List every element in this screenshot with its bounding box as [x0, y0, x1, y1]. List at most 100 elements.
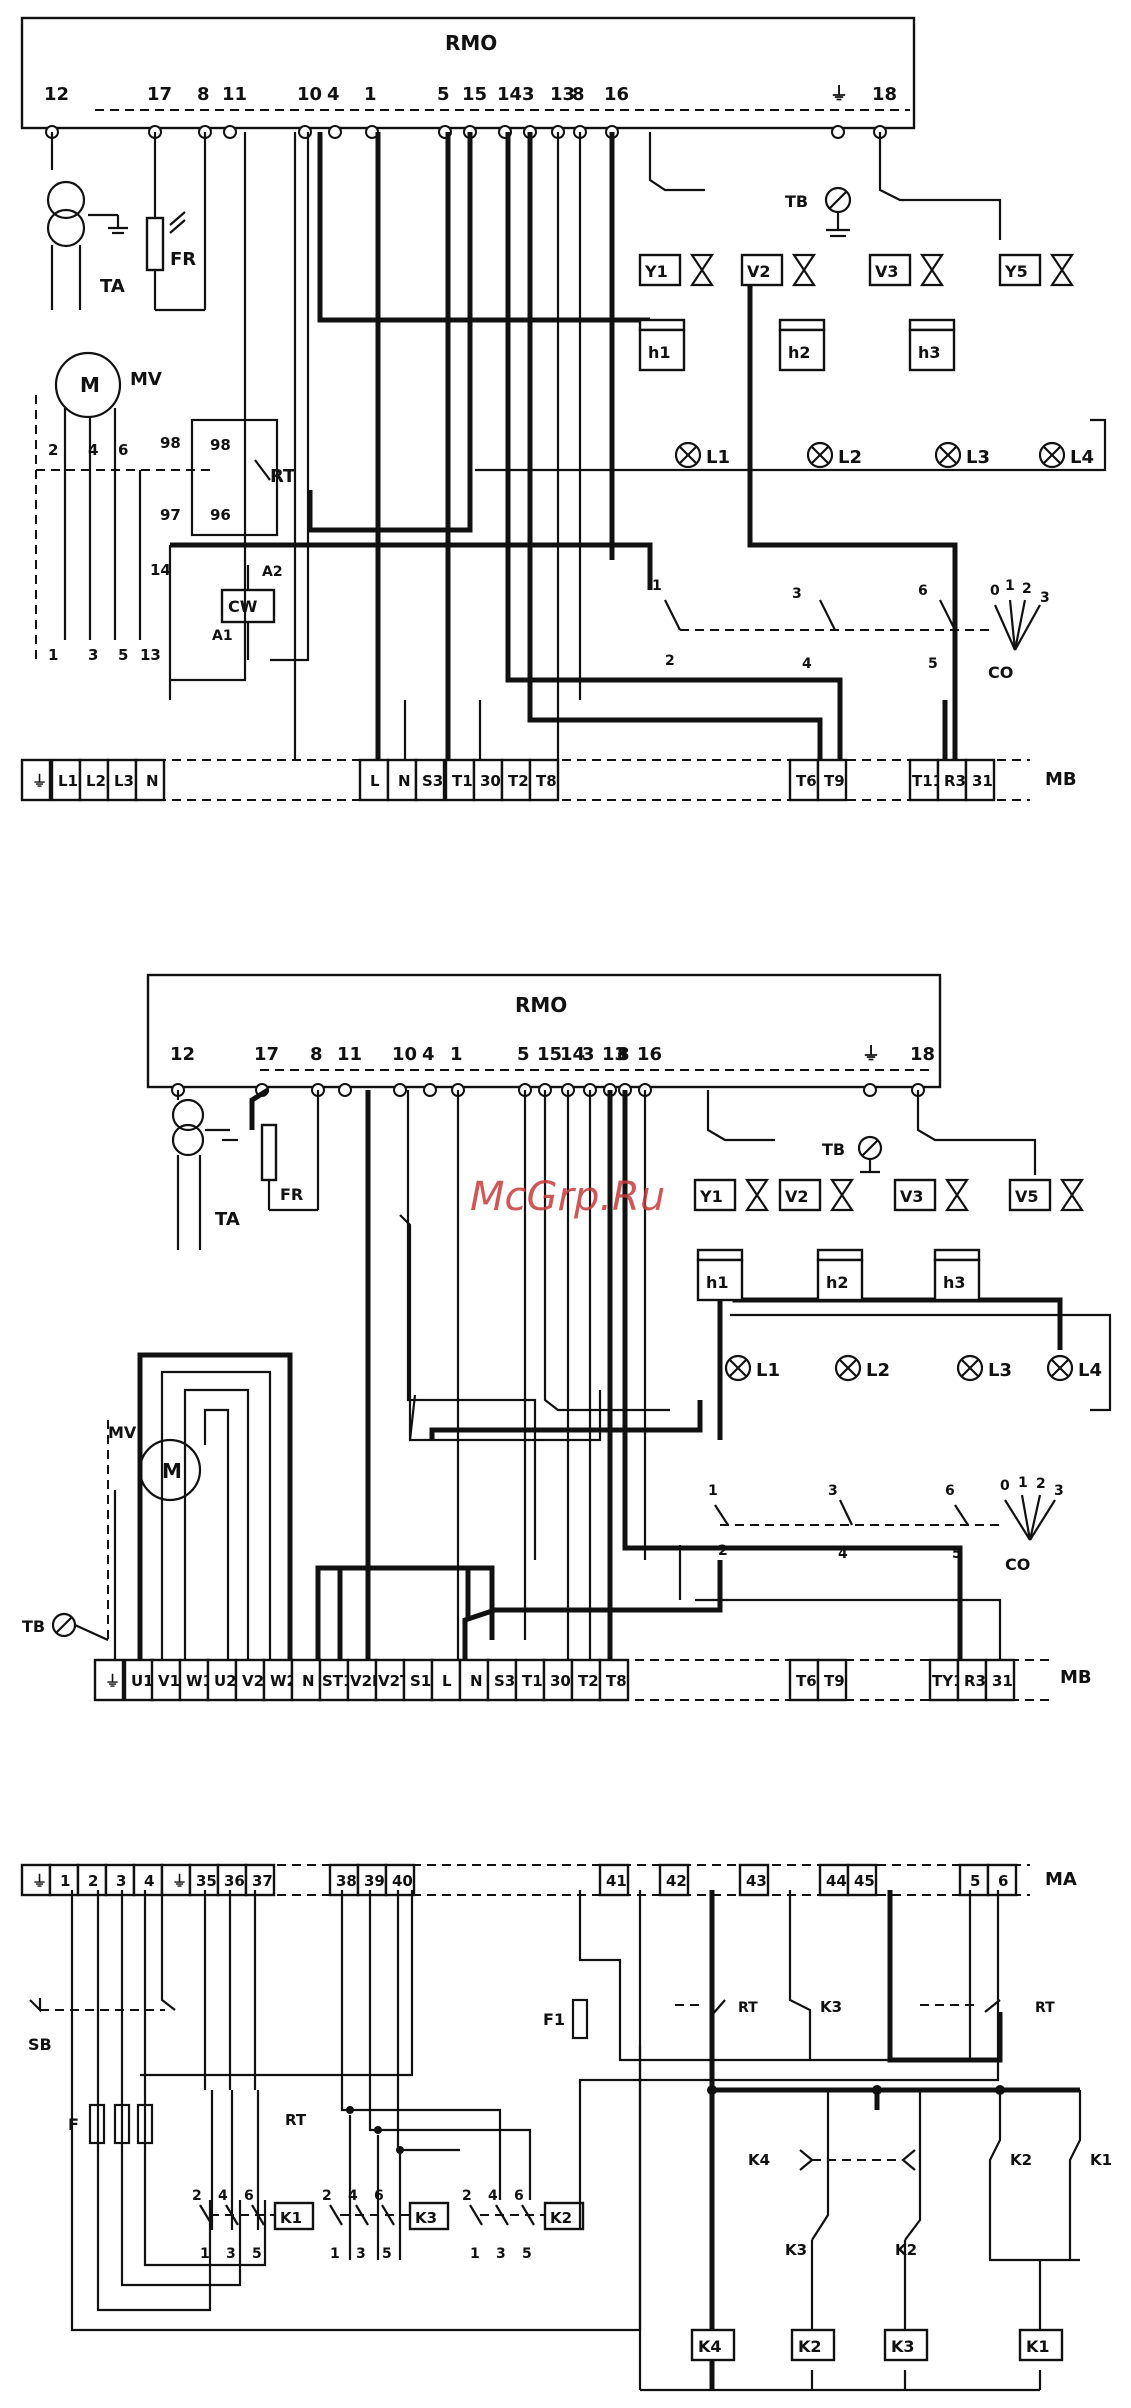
lamp-label: L3	[988, 1360, 1012, 1381]
strip-terminal	[150, 1658, 182, 1702]
strip-terminal	[956, 1658, 988, 1702]
svg-text:6: 6	[118, 441, 128, 459]
strip-terminal	[178, 1658, 210, 1702]
strip-terminal	[244, 1863, 276, 1897]
svg-text:K1: K1	[1090, 2151, 1112, 2169]
svg-text:MA: MA	[1045, 1869, 1077, 1890]
strip-terminal	[384, 1863, 416, 1897]
strip-terminal	[738, 1863, 770, 1897]
valve-label: V2	[785, 1187, 809, 1206]
hour-meter-label: h3	[918, 343, 941, 362]
svg-text:K2: K2	[1010, 2151, 1032, 2169]
strip-terminal-label: T1	[522, 1672, 543, 1690]
rmo-unit-box-2	[146, 973, 942, 1089]
svg-text:6: 6	[918, 583, 928, 599]
svg-text:K4: K4	[748, 2151, 770, 2169]
lamp-icon	[1038, 441, 1066, 469]
strip-terminal-label: S1	[410, 1672, 431, 1690]
svg-text:0: 0	[990, 583, 1000, 599]
flame-rod-FR: FR	[145, 132, 207, 312]
contactor-box	[273, 2201, 315, 2231]
rmo-terminal-node	[393, 1083, 407, 1097]
strip-terminal-label: R3	[964, 1672, 986, 1690]
lamp-icon	[674, 441, 702, 469]
lamp-label: L1	[706, 447, 730, 468]
svg-text:TB: TB	[785, 192, 808, 211]
lamp-label: L4	[1070, 447, 1094, 468]
svg-text:3: 3	[356, 2246, 366, 2262]
svg-text:2: 2	[1036, 1476, 1046, 1492]
coil-box	[690, 2328, 736, 2362]
svg-text:M: M	[162, 1459, 182, 1483]
svg-text:1: 1	[200, 2246, 210, 2262]
strip-terminal-label: N	[398, 772, 411, 790]
rmo-terminal-label: 13	[550, 84, 575, 105]
valve-icon	[944, 1178, 970, 1212]
transformer-TA-2: TA	[171, 1090, 240, 1250]
svg-text:A2: A2	[262, 564, 283, 580]
strip-terminal-label: S3	[422, 772, 443, 790]
strip-terminal-label: T2	[508, 772, 529, 790]
svg-text:MB: MB	[1060, 1667, 1092, 1688]
strip-terminal-label: L	[370, 772, 380, 790]
svg-text:1: 1	[1005, 578, 1015, 594]
rmo-terminal-label: ⏚	[830, 84, 848, 105]
strip-terminal	[528, 758, 560, 802]
svg-text:F1: F1	[543, 2010, 565, 2029]
rmo-terminal-label: 4	[327, 84, 340, 105]
svg-text:6: 6	[244, 2188, 254, 2204]
coil-box	[790, 2328, 836, 2362]
strip-terminal-label: 42	[666, 1872, 687, 1890]
svg-text:MV: MV	[108, 1423, 137, 1442]
svg-text:K3: K3	[820, 1998, 842, 2016]
valve-coil-box	[1008, 1178, 1052, 1212]
strip-terminal-label: N	[470, 1672, 483, 1690]
strip-terminal	[123, 1658, 155, 1702]
svg-text:F: F	[68, 2115, 79, 2134]
valve-coil-box	[868, 253, 912, 287]
svg-text:3: 3	[1054, 1483, 1064, 1499]
earth-tb: TB	[785, 186, 852, 238]
rmo-terminal-label: 11	[222, 84, 247, 105]
rmo-terminal-label: 5	[517, 1044, 530, 1065]
strip-terminal	[936, 758, 968, 802]
valve-coil-box	[893, 1178, 937, 1212]
rmo-terminal-label: ⏚	[862, 1044, 880, 1065]
contactor-CW: CW A2 A1	[212, 564, 283, 660]
rmo-terminal-label: 12	[44, 84, 69, 105]
svg-text:2: 2	[48, 441, 58, 459]
strip-terminal	[76, 1863, 108, 1897]
svg-text:3: 3	[828, 1483, 838, 1499]
strip-terminal-label: 40	[392, 1872, 413, 1890]
strip-terminal-label: T9	[824, 1672, 845, 1690]
svg-text:4: 4	[838, 1546, 848, 1562]
strip-terminal-label: W1	[186, 1672, 213, 1690]
strip-terminal	[788, 758, 820, 802]
strip-terminal-label: 35	[196, 1872, 217, 1890]
hour-meter-box	[908, 328, 956, 372]
strip-terminal	[598, 1863, 630, 1897]
hour-meter-label: h1	[706, 1273, 729, 1292]
lamp-icon	[934, 441, 962, 469]
valve-icon	[1059, 1178, 1085, 1212]
svg-text:6: 6	[945, 1483, 955, 1499]
strip-terminal	[216, 1863, 248, 1897]
svg-text:3: 3	[226, 2246, 236, 2262]
rt-label: RT	[270, 466, 296, 487]
svg-text:FR: FR	[280, 1185, 303, 1204]
svg-text:4: 4	[88, 441, 98, 459]
coil-label: K2	[798, 2337, 822, 2356]
rmo-terminal-node	[298, 125, 312, 139]
svg-text:4: 4	[218, 2188, 228, 2204]
svg-text:98: 98	[210, 436, 231, 454]
strip-terminal	[132, 1863, 164, 1897]
svg-text:98: 98	[160, 434, 181, 452]
svg-text:3: 3	[496, 2246, 506, 2262]
rmo-terminal-label: 13	[602, 1044, 627, 1065]
strip-terminal-label: S3	[494, 1672, 515, 1690]
strip-terminal-label: ⏚	[105, 1672, 120, 1690]
